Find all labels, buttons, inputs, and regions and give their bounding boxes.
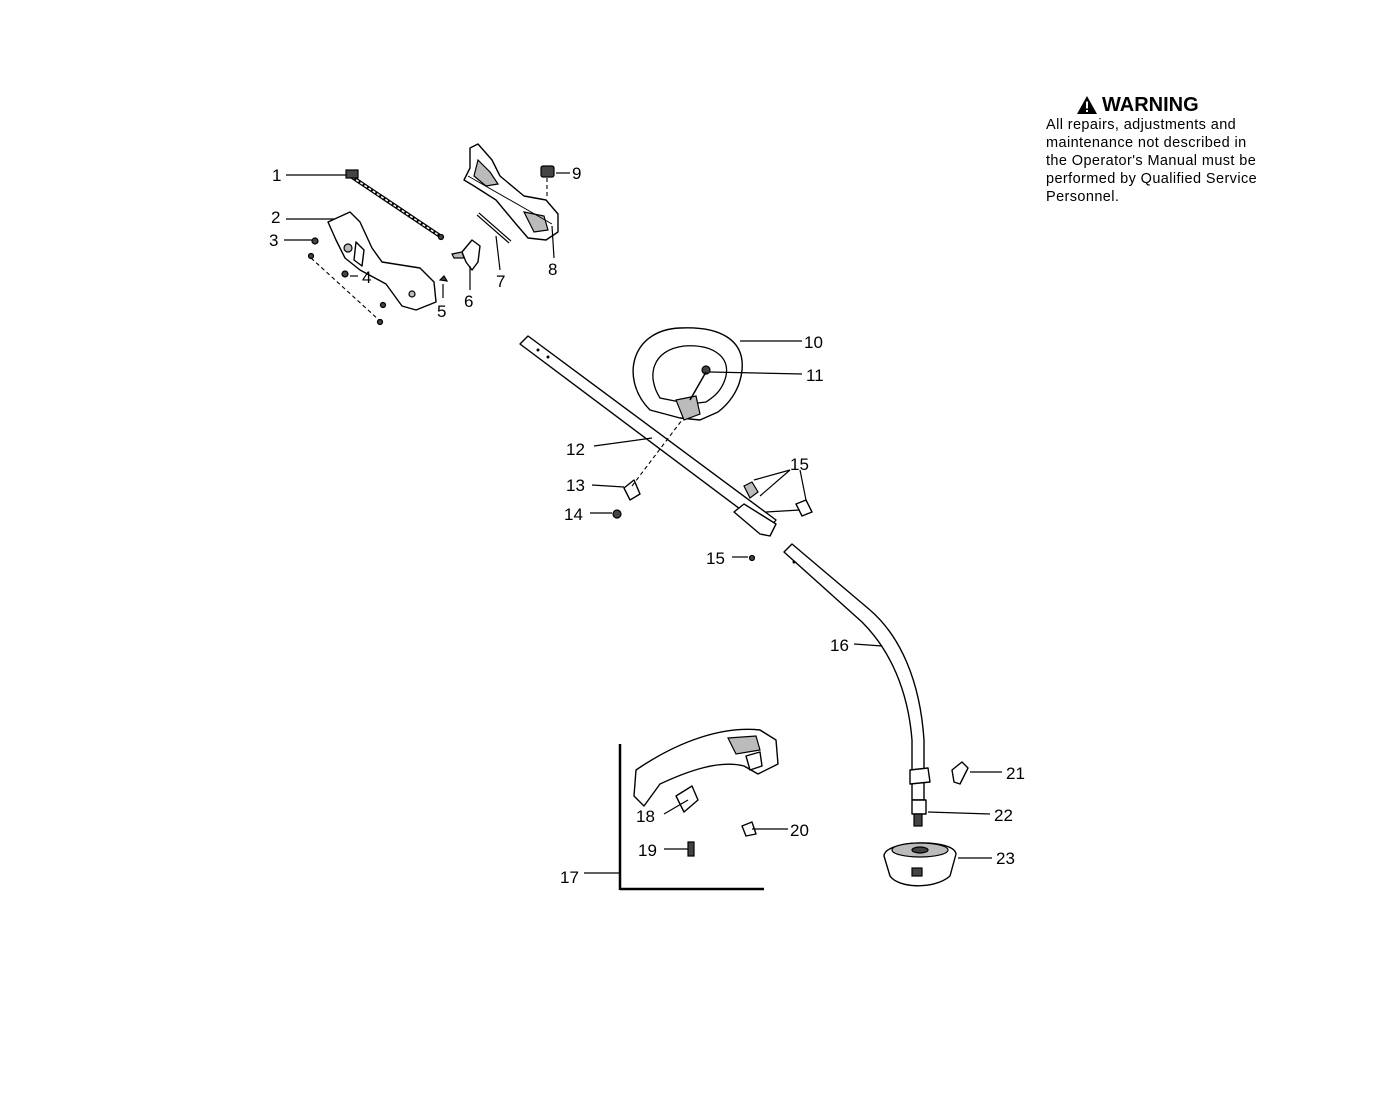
part-knob-14 xyxy=(612,509,622,519)
callout-8: 8 xyxy=(548,260,557,279)
callout-15b: 15 xyxy=(706,549,725,568)
callout-1: 1 xyxy=(272,166,281,185)
part-throttle-trigger xyxy=(451,239,481,271)
callout-2: 2 xyxy=(271,208,280,227)
warning-title: WARNING xyxy=(1102,94,1199,116)
part-loop-handle xyxy=(632,327,743,421)
part-shield xyxy=(633,728,779,857)
callout-22: 22 xyxy=(994,806,1013,825)
part-bolt-11 xyxy=(689,365,711,401)
callout-19: 19 xyxy=(638,841,657,860)
callout-11: 11 xyxy=(806,366,824,385)
callout-23: 23 xyxy=(996,849,1015,868)
warning-text: All repairs, adjustments and maintenance… xyxy=(1046,117,1258,205)
callout-18: 18 xyxy=(636,807,655,826)
callout-16: 16 xyxy=(830,636,849,655)
callout-14: 14 xyxy=(564,505,583,524)
callout-21: 21 xyxy=(1006,764,1025,783)
callout-13: 13 xyxy=(566,476,585,495)
warning-notice: WARNING All repairs, adjustments and mai… xyxy=(1046,94,1296,206)
callout-3: 3 xyxy=(269,231,278,250)
part-coupler xyxy=(733,481,813,562)
part-throttle-cable xyxy=(345,169,445,241)
warning-heading: WARNING xyxy=(1076,94,1296,116)
callout-6: 6 xyxy=(464,292,473,311)
assembly-bracket-17 xyxy=(618,744,764,891)
callout-15a: 15 xyxy=(790,455,809,474)
callout-10: 10 xyxy=(804,333,823,352)
callout-12: 12 xyxy=(566,440,585,459)
part-screws xyxy=(307,237,449,326)
callout-17: 17 xyxy=(560,868,579,887)
part-spindle xyxy=(911,799,927,827)
part-handle-half xyxy=(463,143,559,241)
part-upper-shaft xyxy=(519,335,777,531)
part-trimmer-head xyxy=(883,842,957,887)
part-clip-21 xyxy=(951,761,969,785)
leader-lines xyxy=(284,172,1002,874)
callout-9: 9 xyxy=(572,164,581,183)
warning-triangle-icon xyxy=(1077,96,1097,114)
callout-4: 4 xyxy=(362,268,371,287)
part-nut-9 xyxy=(540,165,555,196)
callout-labels: 1 2 3 4 5 6 7 8 9 10 11 12 13 14 15 15 1… xyxy=(269,164,1025,887)
part-housing-cover xyxy=(327,211,437,311)
part-lever xyxy=(476,212,512,244)
callout-20: 20 xyxy=(790,821,809,840)
part-lower-shaft xyxy=(783,543,931,801)
callout-7: 7 xyxy=(496,272,505,291)
part-clamp-13 xyxy=(623,419,683,501)
callout-5: 5 xyxy=(437,302,446,321)
